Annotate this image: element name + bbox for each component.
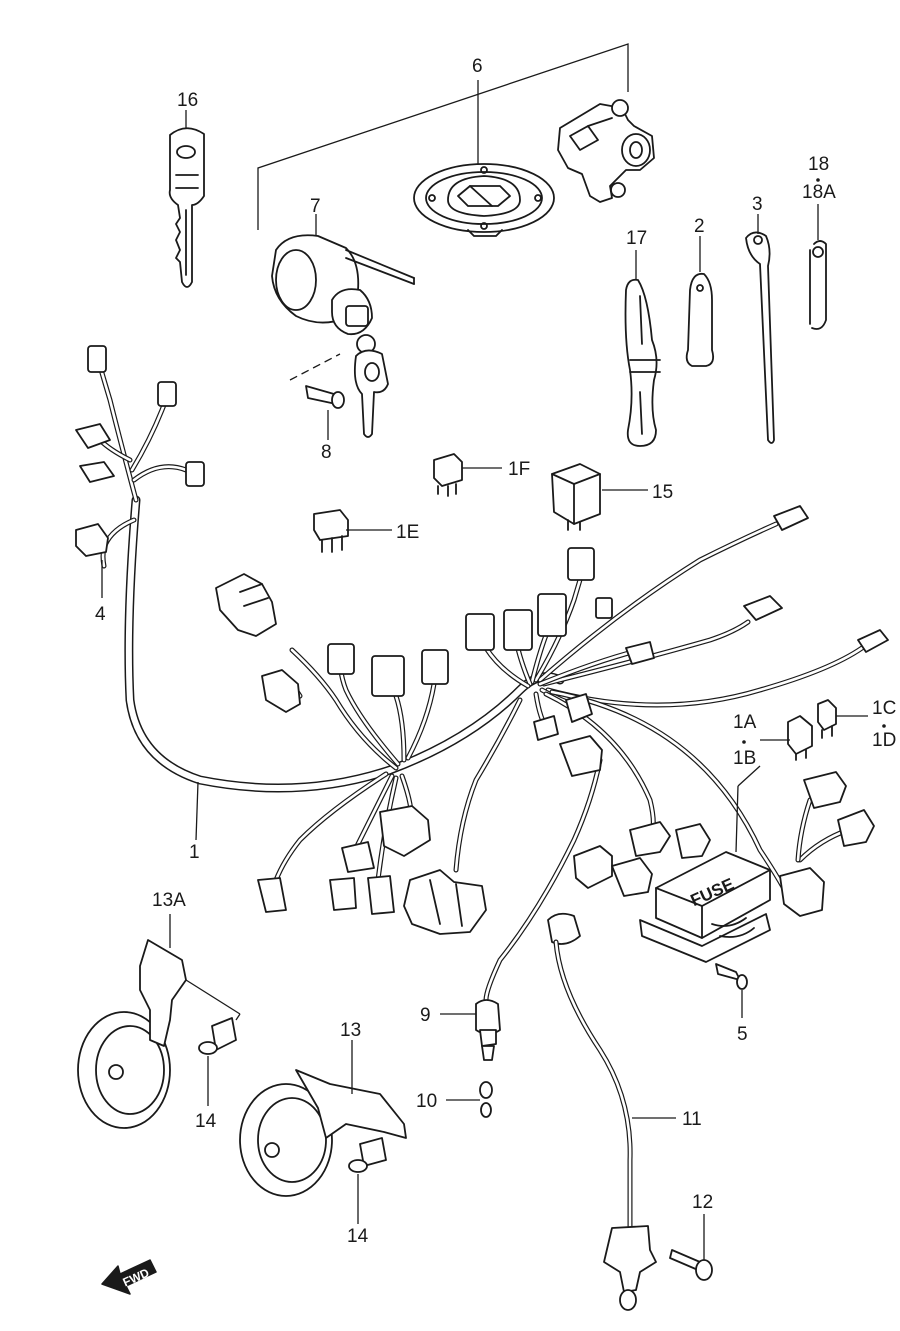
relay-part-15 [551,463,601,531]
callout-1c: 1C [872,698,896,719]
main-wiring-harness-part-1 [97,363,865,1003]
callout-3: 3 [752,194,763,215]
callout-13: 13 [340,1020,361,1041]
callout-13a: 13A [152,890,186,911]
callout-16: 16 [177,90,198,111]
leader-lines [101,110,868,841]
callout-18: 18 [808,154,829,175]
sensor-part-9 [440,999,501,1061]
callout-1b: 1B [733,748,756,769]
callout-labels: 16 6 7 8 17 2 3 18 18A 4 1F 15 1E 1A 1B … [95,56,896,1247]
callout-4: 4 [95,604,106,625]
screw-part-5 [715,963,748,1018]
callout-1a-dot [742,740,746,744]
callout-1: 1 [189,842,200,863]
callout-1f: 1F [508,459,530,480]
callout-7: 7 [310,196,321,217]
callout-8: 8 [321,442,332,463]
fwd-label: FWD [121,1265,152,1289]
bolt-part-14a [198,1017,237,1106]
callout-15: 15 [652,482,673,503]
horn-part-13a [77,914,241,1129]
callout-5: 5 [737,1024,748,1045]
callout-14-left: 14 [195,1111,217,1132]
fuse-box: FUSE [639,765,771,963]
band-part-17 [624,278,661,447]
relay-part-1f [433,453,463,497]
callout-1d: 1D [872,730,896,751]
key-part-16 [168,127,205,288]
fuse-part-1c [817,699,837,739]
callout-10: 10 [416,1091,437,1112]
sensor-cable-part-11 [547,912,676,1311]
callout-2: 2 [694,216,705,237]
fuse-part-1a [787,715,813,761]
oring-part-10 [446,1081,493,1118]
horn-part-13 [239,1040,407,1197]
callout-1c-dot [882,724,886,728]
ignition-switch-part-7 [271,234,415,438]
clamp-part-18 [809,240,827,330]
callout-9: 9 [420,1005,431,1026]
callout-11: 11 [682,1109,702,1130]
callout-14-right: 14 [347,1226,369,1247]
callout-6: 6 [472,56,483,77]
fuel-cap-part-6 [413,163,555,237]
callout-18a: 18A [802,182,836,203]
seat-lock-assembly [557,99,655,203]
forward-arrow-icon: FWD [101,1259,157,1295]
callout-1a: 1A [733,712,757,733]
callout-17: 17 [626,228,647,249]
cable-tie-part-3 [745,231,775,444]
bolt-part-14b [348,1137,387,1224]
callout-1e: 1E [396,522,419,543]
ignition-set-bracket [257,43,629,230]
bolt-part-12 [669,1214,713,1281]
clamp-part-2 [685,272,715,367]
harness-connectors [75,345,889,935]
callout-18-dot [816,178,820,182]
fuse-part-1e [313,509,349,553]
callout-12: 12 [692,1192,713,1213]
